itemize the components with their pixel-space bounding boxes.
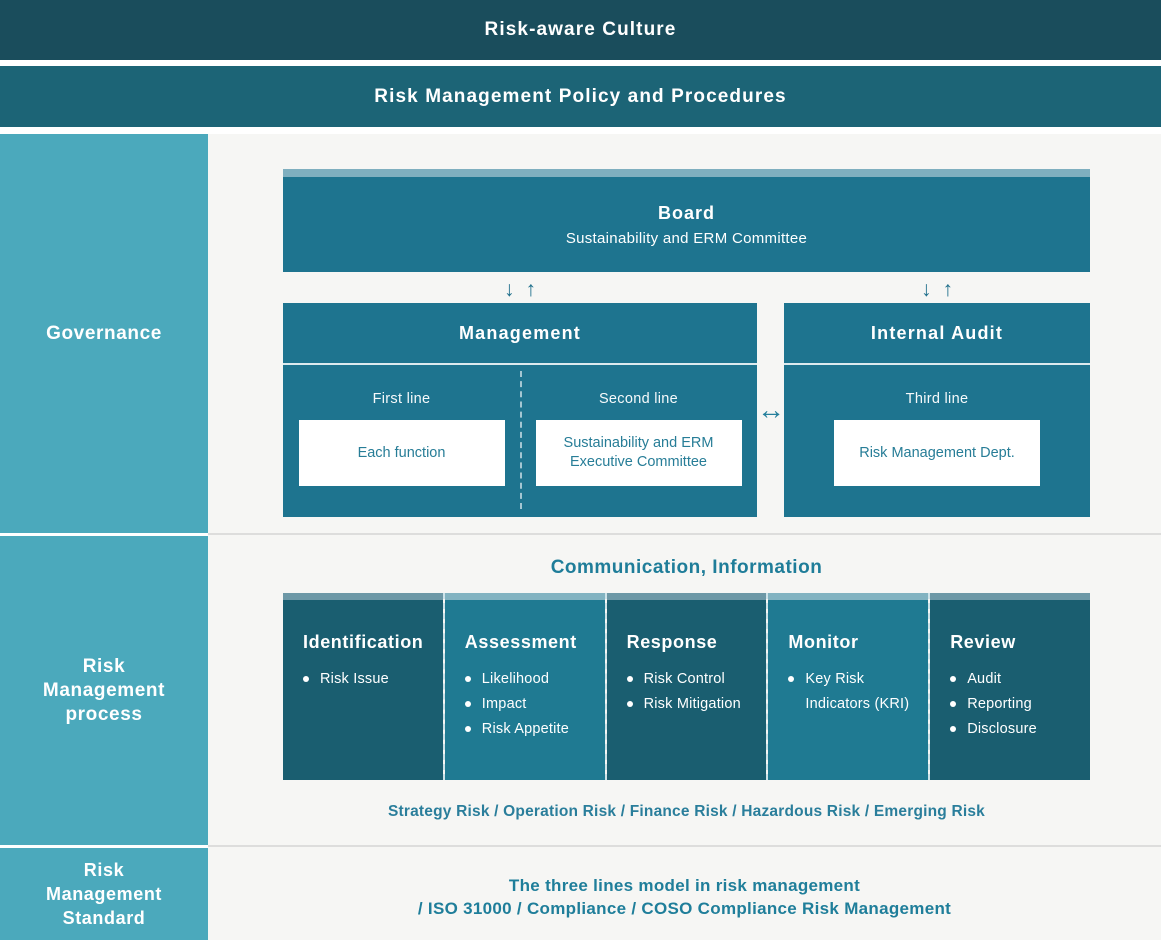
column-title: Monitor — [788, 632, 859, 652]
bullet-item: Risk Mitigation — [626, 692, 753, 717]
bullet-item: Audit — [950, 667, 1076, 692]
bullet-item: Risk Control — [626, 667, 753, 692]
arrow-up-icon: ↑ — [942, 278, 954, 301]
arrow-down-icon: ↓ — [504, 278, 515, 301]
arrow-down-icon: ↓ — [921, 278, 932, 301]
first-line-label: First line — [372, 391, 431, 407]
erm-executive-committee-box: Sustainability and ERM Executive Committ… — [535, 420, 742, 486]
sidebar-section-governance: Governance — [0, 134, 208, 533]
sidebar-section-standard: Risk Management Standard — [0, 848, 208, 940]
bullet-item: Key Risk Indicators (KRI) — [788, 667, 914, 717]
section-divider — [208, 845, 1161, 847]
standard-line-1: The three lines model in risk management — [508, 876, 861, 895]
column-top-strip — [768, 593, 929, 600]
board-box: Board Sustainability and ERM Committee — [283, 169, 1090, 272]
process-step-monitor: Monitor Key Risk Indicators (KRI) — [766, 593, 929, 780]
sidebar-section-process: Risk Management process — [0, 536, 208, 845]
risk-categories-line: Strategy Risk / Operation Risk / Finance… — [387, 803, 986, 820]
board-title: Board — [657, 202, 715, 223]
process-label: Risk Management process — [42, 655, 166, 725]
first-line-section: First line Each function — [283, 365, 520, 515]
board-management-arrows: ↓ ↑ — [488, 277, 552, 303]
governance-label: Governance — [46, 322, 162, 344]
risk-management-dept-box: Risk Management Dept. — [834, 420, 1040, 486]
bullet-item: Risk Issue — [303, 667, 429, 692]
column-items: Risk Issue — [303, 667, 429, 692]
board-subtitle: Sustainability and ERM Committee — [565, 229, 808, 247]
arrow-up-icon: ↑ — [525, 278, 537, 301]
management-box: Management First line Each function Seco… — [283, 303, 757, 517]
bullet-item: Impact — [464, 692, 591, 717]
column-items: Key Risk Indicators (KRI) — [788, 667, 914, 717]
policy-procedures-label: Risk Management Policy and Procedures — [374, 85, 787, 107]
column-title: Assessment — [464, 632, 577, 652]
process-steps-band: Identification Risk Issue Assessment Lik… — [283, 593, 1090, 780]
third-line-section: Third line Risk Management Dept. — [784, 365, 1090, 515]
column-title: Identification — [303, 632, 424, 652]
board-top-strip — [283, 169, 1090, 177]
bullet-item: Reporting — [950, 692, 1076, 717]
communication-information-heading: Communication, Information — [550, 557, 823, 578]
bullet-item: Risk Appetite — [464, 717, 591, 742]
bullet-item: Disclosure — [950, 717, 1076, 742]
policy-procedures-banner: Risk Management Policy and Procedures — [0, 66, 1161, 127]
column-title: Review — [950, 632, 1016, 652]
internal-audit-box: Internal Audit Third line Risk Managemen… — [784, 303, 1090, 517]
column-top-strip — [444, 593, 605, 600]
each-function-box: Each function — [298, 420, 505, 486]
column-top-strip — [283, 593, 443, 600]
internal-audit-title: Internal Audit — [784, 303, 1090, 365]
risk-aware-culture-label: Risk-aware Culture — [484, 19, 677, 40]
column-title: Response — [626, 632, 718, 652]
first-second-line-divider — [520, 371, 522, 509]
bidirectional-arrow-icon: ↔ — [757, 394, 785, 425]
standard-label: Risk Management Standard — [45, 860, 163, 928]
standard-line-2: / ISO 31000 / Compliance / COSO Complian… — [417, 899, 952, 918]
management-title: Management — [283, 303, 757, 365]
column-top-strip — [606, 593, 767, 600]
risk-aware-culture-banner: Risk-aware Culture — [0, 0, 1161, 60]
column-top-strip — [930, 593, 1090, 600]
section-divider — [208, 533, 1161, 535]
board-audit-arrows: ↓ ↑ — [905, 277, 969, 303]
second-line-label: Second line — [598, 391, 679, 407]
third-line-label: Third line — [905, 391, 969, 407]
second-line-section: Second line Sustainability and ERM Execu… — [520, 365, 757, 515]
risk-standard-text: The three lines model in risk management… — [208, 874, 1161, 920]
process-step-identification: Identification Risk Issue — [283, 593, 443, 780]
bullet-item: Likelihood — [464, 667, 591, 692]
